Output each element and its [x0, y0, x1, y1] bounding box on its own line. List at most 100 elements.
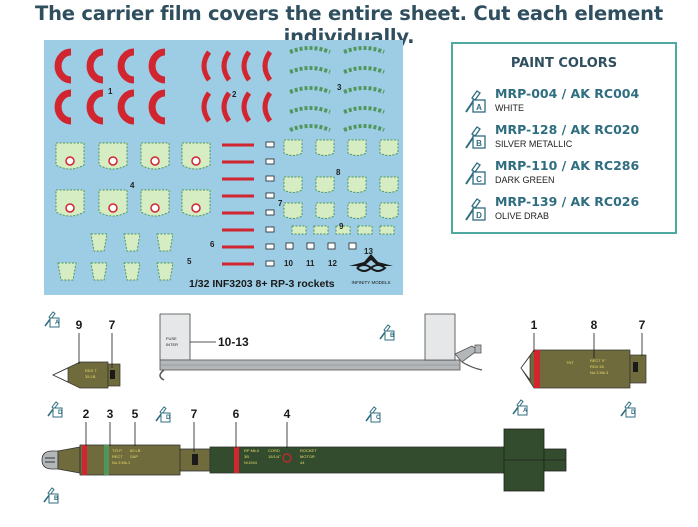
callout-warhead-right: 1 8 7 [531, 318, 646, 332]
sheet-number-13: 13 [364, 247, 373, 256]
sheet-number-3: 3 [337, 83, 342, 92]
svg-text:D: D [476, 211, 482, 220]
svg-text:T.R.P.: T.R.P. [112, 448, 122, 453]
svg-text:C: C [376, 415, 381, 421]
svg-text:RDX T: RDX T [85, 368, 97, 373]
paint-brush-icon: D [465, 198, 486, 221]
svg-text:A: A [523, 408, 528, 414]
decal-7-fuse-marks [265, 141, 275, 267]
callout-7-right: 7 [639, 318, 646, 332]
svg-text:A: A [55, 320, 60, 326]
callout-8: 8 [591, 318, 598, 332]
rail-plate-text-1: FUSE [166, 336, 177, 341]
callout-4: 4 [284, 407, 291, 421]
paint-code: MRP-128 / AK RC020 [495, 122, 640, 137]
callout-2: 2 [83, 407, 90, 421]
svg-text:SAP: SAP [130, 454, 138, 459]
sheet-number-8: 8 [336, 168, 341, 177]
paint-name: OLIVE DRAB [495, 211, 550, 221]
callout-rocket: 2 3 5 7 6 4 [83, 407, 291, 421]
sheet-number-5: 5 [187, 257, 192, 266]
svg-text:RECT: RECT [112, 454, 123, 459]
paint-colors-panel: PAINT COLORS A MRP-004 / AK RC004 WHITE … [451, 42, 677, 234]
callout-7-rocket: 7 [191, 407, 198, 421]
svg-text:A: A [476, 103, 482, 112]
sheet-number-1: 1 [108, 87, 113, 96]
callout-5: 5 [132, 407, 139, 421]
paint-color-d: D MRP-139 / AK RC026 OLIVE DRAB [461, 194, 671, 228]
svg-text:RDX 60: RDX 60 [590, 364, 605, 369]
paint-colors-title: PAINT COLORS [510, 56, 618, 71]
decal-3-green-bands [289, 46, 385, 132]
svg-text:60 LB: 60 LB [130, 448, 141, 453]
paint-code: MRP-139 / AK RC026 [495, 194, 640, 209]
decals-10-13-marks [285, 242, 357, 250]
sheet-number-9: 9 [339, 222, 344, 231]
sheet-number-7: 7 [278, 199, 283, 208]
callout-1: 1 [531, 318, 538, 332]
paint-color-a: A MRP-004 / AK RC004 WHITE [461, 86, 671, 120]
svg-text:44: 44 [300, 460, 305, 465]
decal-1-red-rings [54, 48, 166, 125]
decal-4-shields [55, 142, 211, 217]
decal-4-position [282, 453, 292, 463]
paint-brush-icon: B [465, 126, 486, 149]
callout-3: 3 [107, 407, 114, 421]
paint-brush-icon: A [465, 90, 486, 113]
decal-sheet-art: 1 2 3 4 5 6 7 8 9 10 11 12 13 1/32 INF32… [54, 46, 399, 290]
logo-text: INFINITY MODELS [352, 280, 391, 285]
svg-text:35 LB: 35 LB [85, 374, 96, 379]
svg-text:D: D [631, 410, 636, 416]
svg-text:C: C [476, 175, 482, 184]
svg-text:N/1944: N/1944 [244, 460, 258, 465]
svg-text:TNT: TNT [566, 360, 574, 365]
callout-warhead-left: 9 7 [76, 318, 116, 332]
svg-text:ROCKET: ROCKET [300, 448, 317, 453]
decal-6-red-stripes [222, 143, 254, 266]
sheet-caption: 1/32 INF3203 8+ RP-3 rockets [189, 278, 335, 290]
paint-color-c: C MRP-110 / AK RC286 DARK GREEN [461, 158, 671, 192]
svg-text:D: D [166, 415, 171, 421]
callout-10-13: 10-13 [218, 335, 249, 349]
sheet-number-12: 12 [328, 259, 337, 268]
warhead-left: RDX T35 LB [52, 361, 121, 389]
paint-code: MRP-110 / AK RC286 [495, 158, 640, 173]
svg-text:3B: 3B [244, 454, 249, 459]
svg-text:MOTOR: MOTOR [300, 454, 315, 459]
svg-text:15/1/4": 15/1/4" [268, 454, 281, 459]
callout-7: 7 [109, 318, 116, 332]
decal-5-triangles [57, 233, 174, 281]
sheet-number-2: 2 [232, 90, 237, 99]
decal-8-stencils [283, 139, 399, 219]
sheet-number-4: 4 [130, 181, 135, 190]
infinity-logo: INFINITY MODELS [349, 254, 393, 285]
paint-name: DARK GREEN [495, 175, 555, 185]
svg-text:B: B [390, 333, 395, 339]
paint-color-b: B MRP-128 / AK RC020 SILVER METALLIC [461, 122, 671, 156]
decal-2-red-arcs [201, 50, 273, 123]
callout-6: 6 [233, 407, 240, 421]
paint-brush-icon: C [465, 162, 486, 185]
decal-sheet: 1 2 3 4 5 6 7 8 9 10 11 12 13 1/32 INF32… [44, 40, 403, 295]
svg-text:RP Mk.II: RP Mk.II [244, 448, 259, 453]
svg-text:D: D [58, 410, 63, 416]
svg-text:B: B [54, 496, 59, 502]
paint-name: SILVER METALLIC [495, 139, 573, 149]
svg-text:No.3 Mk.1: No.3 Mk.1 [112, 460, 131, 465]
paint-name: WHITE [495, 103, 524, 113]
svg-text:B: B [476, 139, 482, 148]
decal-9-labels [291, 225, 395, 235]
svg-text:RECT 9": RECT 9" [590, 358, 606, 363]
callout-9: 9 [76, 318, 83, 332]
sheet-number-6: 6 [210, 240, 215, 249]
sheet-number-11: 11 [306, 259, 315, 268]
rail-plate-text-2: INTER [166, 342, 178, 347]
svg-text:No.3 Mk.3: No.3 Mk.3 [590, 370, 609, 375]
sheet-number-10: 10 [284, 259, 293, 268]
svg-text:CORD: CORD [268, 448, 280, 453]
rocket-rail: FUSE INTER [159, 313, 483, 381]
paint-code: MRP-004 / AK RC004 [495, 86, 640, 101]
